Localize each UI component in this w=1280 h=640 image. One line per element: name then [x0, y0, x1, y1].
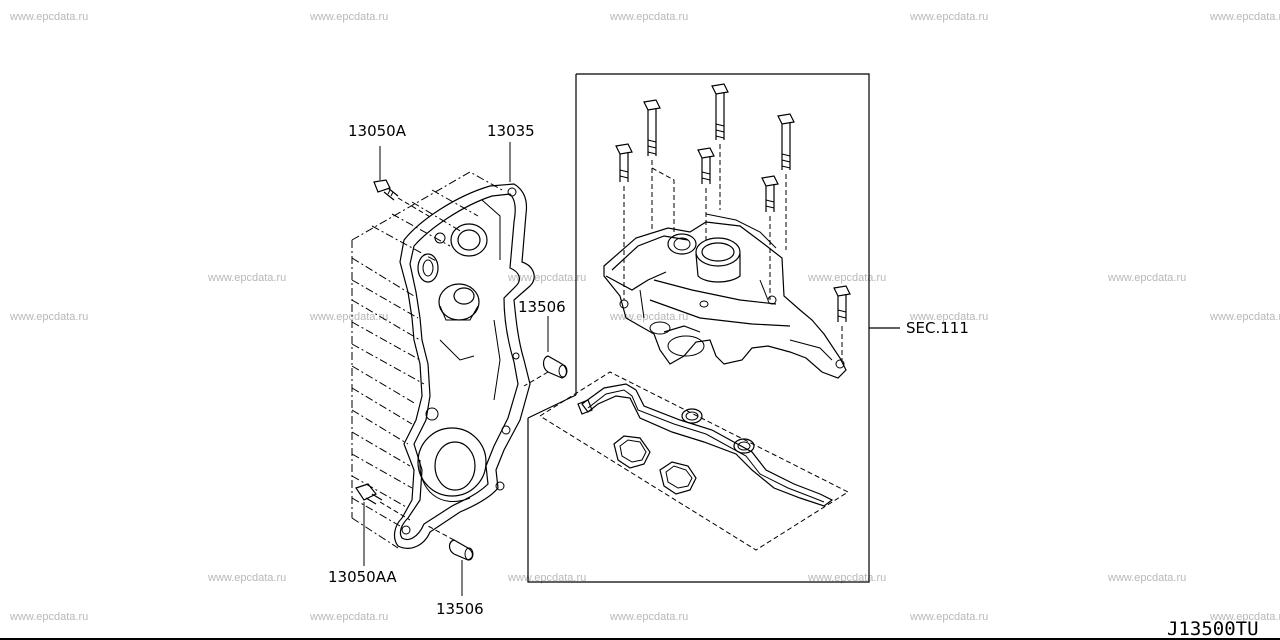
watermark: www.epcdata.ru	[10, 11, 89, 23]
oil-pump-housing	[603, 213, 847, 379]
watermark: www.epcdata.ru	[808, 572, 887, 584]
watermark: www.epcdata.ru	[610, 611, 689, 623]
label-section-ref: SEC.111	[906, 319, 969, 337]
watermark: www.epcdata.ru	[208, 272, 287, 284]
label-13050a: 13050A	[348, 122, 406, 140]
gasket-set	[539, 371, 850, 551]
watermark: www.epcdata.ru	[1108, 572, 1187, 584]
label-13506-upper: 13506	[518, 298, 566, 316]
label-13035: 13035	[487, 122, 535, 140]
inset-frame	[527, 73, 900, 583]
diagram-code: J13500TU	[1167, 618, 1259, 640]
bolt-13050aa	[355, 483, 411, 566]
watermark: www.epcdata.ru	[1108, 272, 1187, 284]
bolt-13050a	[373, 146, 433, 219]
watermark: www.epcdata.ru	[910, 311, 989, 323]
dowel-13506-upper	[523, 316, 568, 387]
watermark: www.epcdata.ru	[808, 272, 887, 284]
watermark: www.epcdata.ru	[10, 311, 89, 323]
label-13050aa: 13050AA	[328, 568, 397, 586]
inset-bolts	[615, 83, 851, 360]
watermark: www.epcdata.ru	[1210, 11, 1280, 23]
watermark: www.epcdata.ru	[610, 11, 689, 23]
watermark: www.epcdata.ru	[910, 11, 989, 23]
watermark: www.epcdata.ru	[310, 611, 389, 623]
watermark: www.epcdata.ru	[10, 611, 89, 623]
watermark: www.epcdata.ru	[910, 611, 989, 623]
watermark: www.epcdata.ru	[310, 11, 389, 23]
watermark: www.epcdata.ru	[508, 272, 587, 284]
front-cover-13035	[351, 171, 535, 549]
watermark: www.epcdata.ru	[1210, 611, 1280, 623]
label-13506-lower: 13506	[436, 600, 484, 618]
watermark: www.epcdata.ru	[310, 311, 389, 323]
dowel-13506-lower	[427, 525, 474, 596]
watermark: www.epcdata.ru	[208, 572, 287, 584]
watermark: www.epcdata.ru	[1210, 311, 1280, 323]
